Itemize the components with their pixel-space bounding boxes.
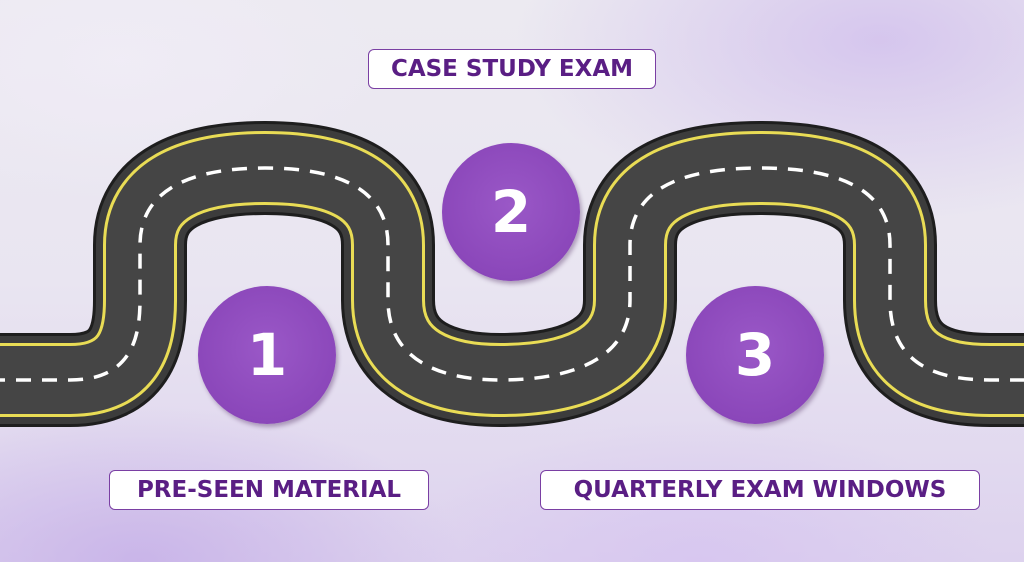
step-3-label-text: QUARTERLY EXAM WINDOWS (573, 477, 947, 503)
step-2-label: CASE STUDY EXAM (368, 49, 656, 89)
road-lanes (0, 134, 1024, 414)
step-3-number: 3 (734, 321, 776, 389)
step-2-label-text: CASE STUDY EXAM (390, 56, 634, 82)
step-1-label: PRE-SEEN MATERIAL (109, 470, 429, 510)
step-2-circle: 2 (442, 143, 580, 281)
step-3-circle: 3 (686, 286, 824, 424)
step-2-number: 2 (490, 178, 532, 246)
step-1-label-text: PRE-SEEN MATERIAL (136, 477, 402, 503)
step-1-circle: 1 (198, 286, 336, 424)
step-1-number: 1 (246, 321, 288, 389)
step-3-label: QUARTERLY EXAM WINDOWS (540, 470, 980, 510)
